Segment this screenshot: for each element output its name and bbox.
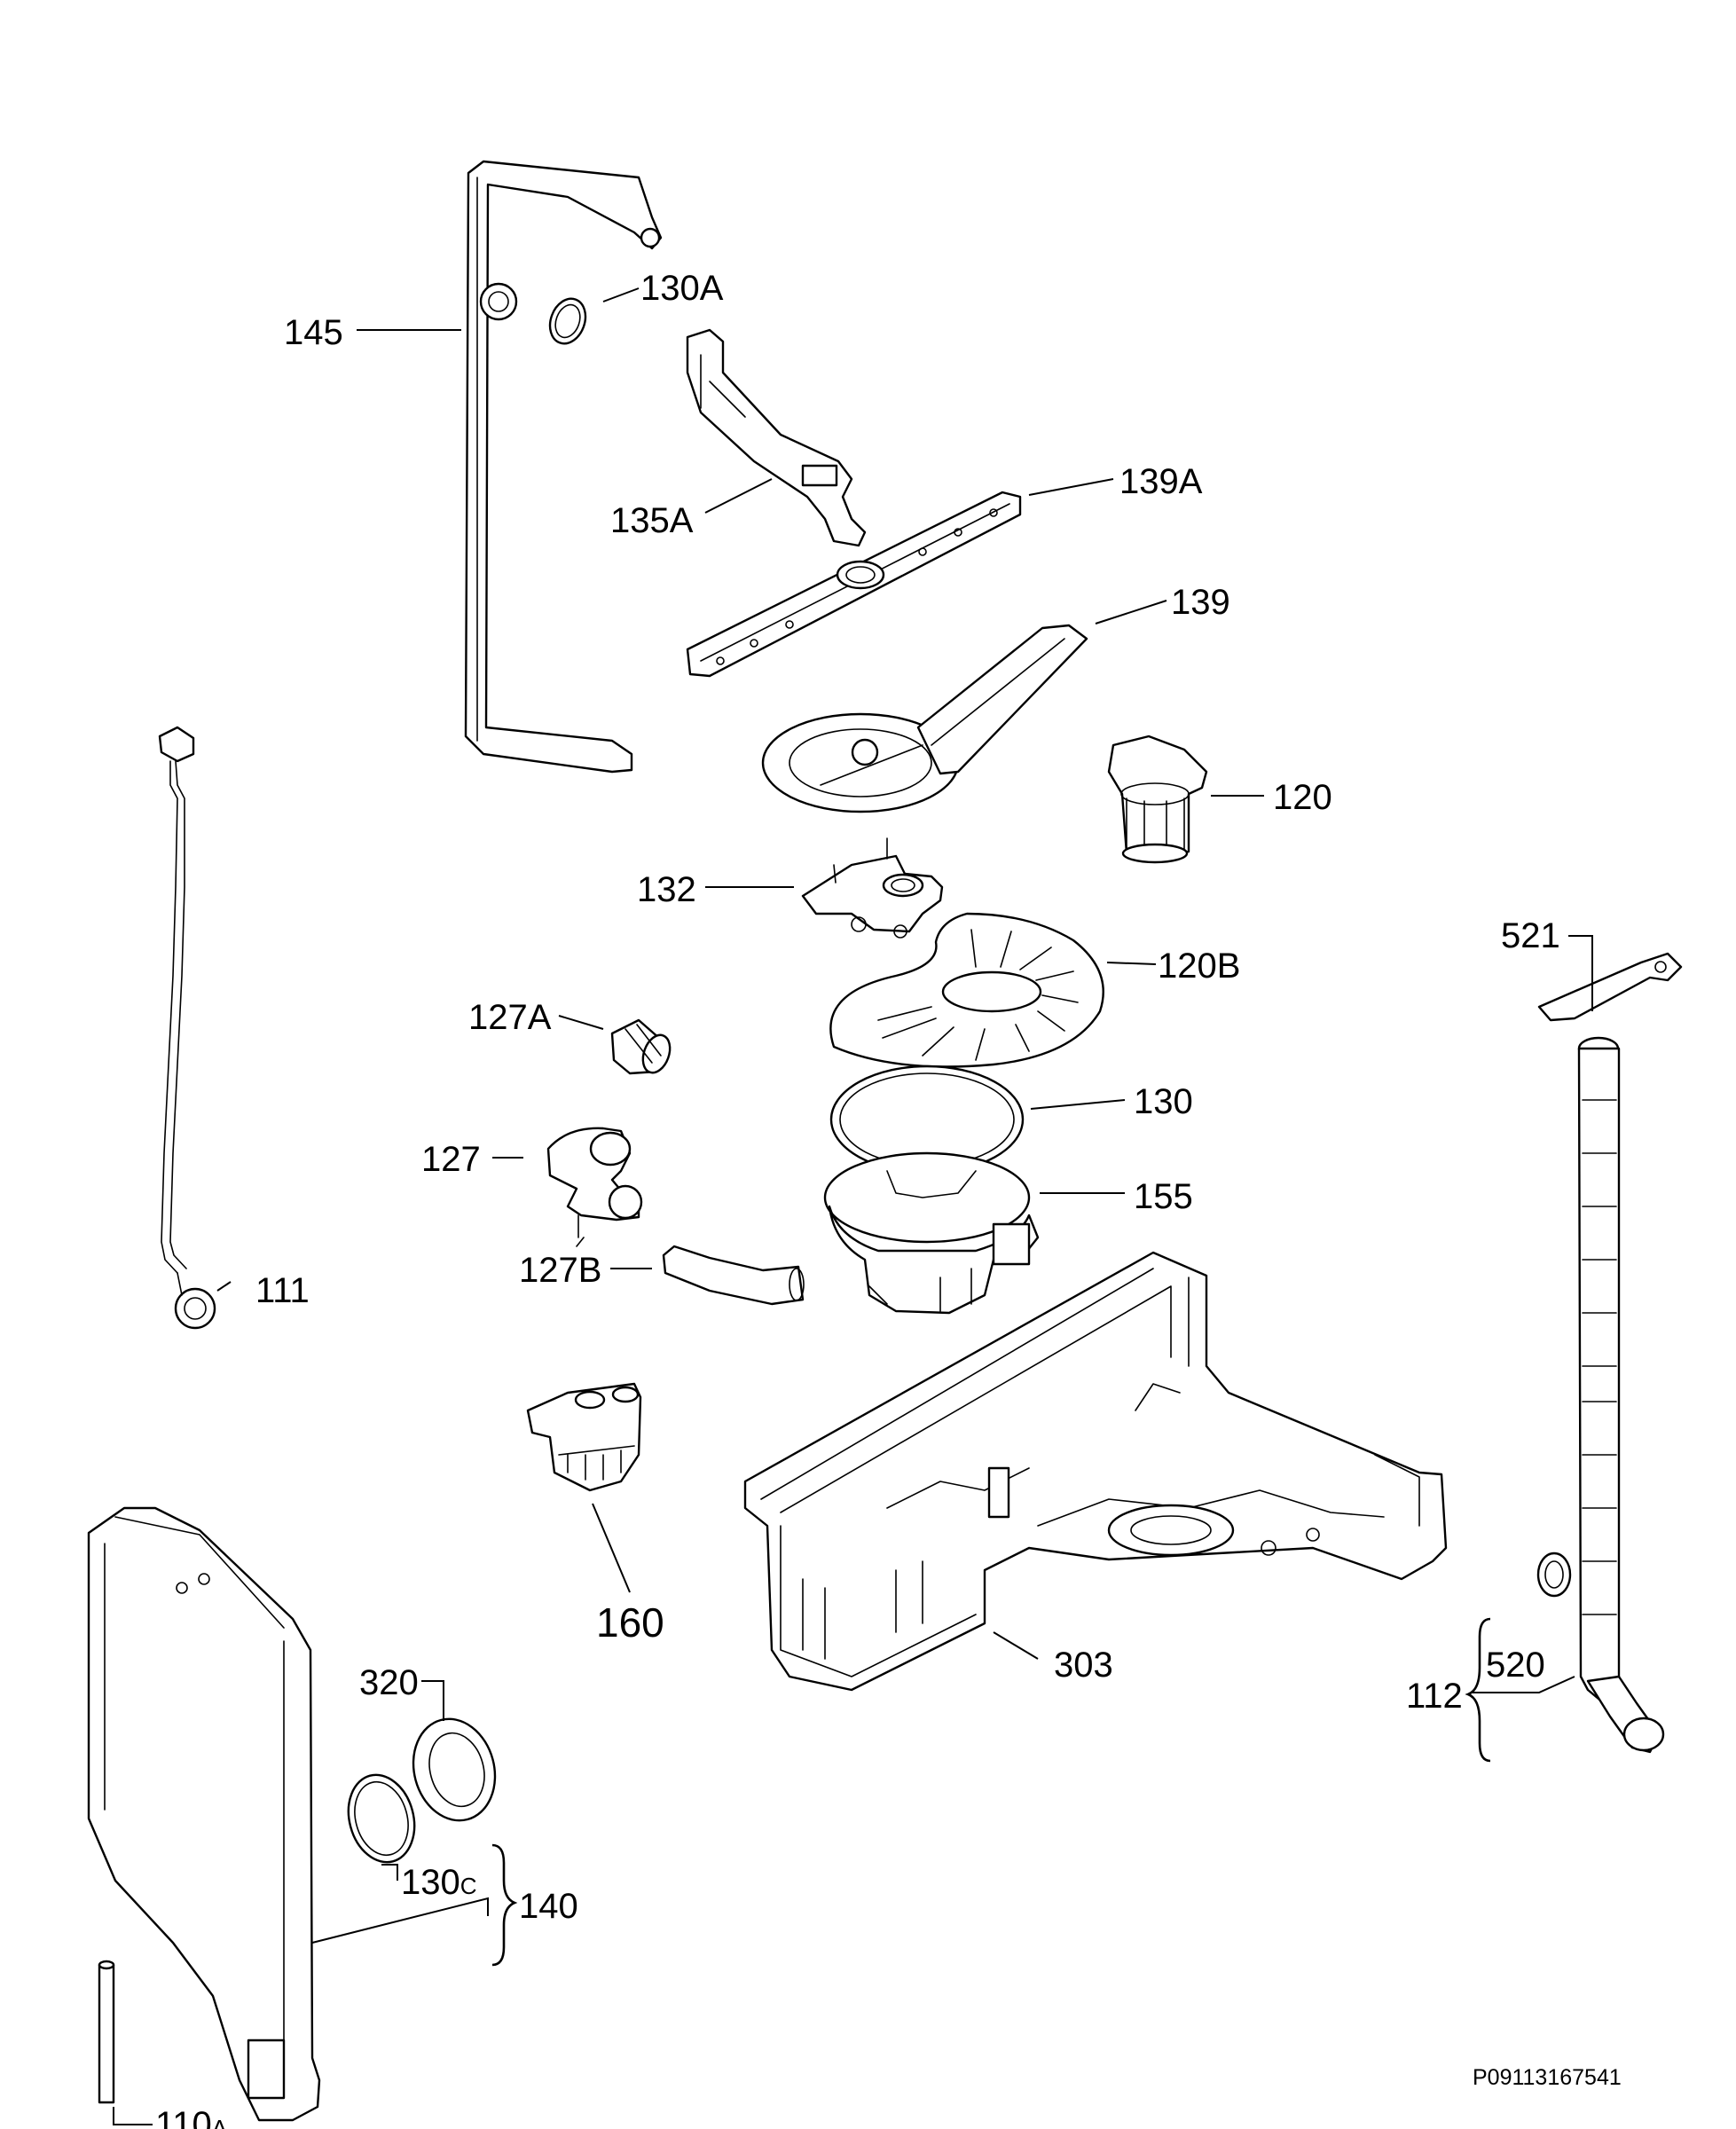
label-520: 520 (1486, 1646, 1545, 1685)
label-120: 120 (1273, 778, 1332, 817)
part-155-sump (823, 1151, 1040, 1315)
label-303: 303 (1054, 1646, 1113, 1685)
part-127A-connector (610, 1018, 672, 1075)
brace-140 (491, 1843, 518, 1967)
braces (491, 1617, 1491, 1967)
label-130: 130 (1134, 1082, 1193, 1121)
label-127B: 127B (519, 1251, 601, 1290)
label-110A: 110A (155, 2105, 228, 2129)
label-320: 320 (359, 1663, 419, 1702)
drawing-code: P09113167541 (1473, 2065, 1622, 2090)
label-135A: 135A (610, 501, 694, 540)
label-112: 112 (1406, 1677, 1463, 1716)
part-303-base-tray (743, 1251, 1448, 1692)
part-139A-upper-spray-arm (686, 491, 1022, 678)
label-120B: 120B (1158, 947, 1240, 986)
part-127B-hose (662, 1245, 805, 1306)
part-132-filter-holder (801, 837, 944, 939)
label-155: 155 (1134, 1177, 1193, 1216)
label-130C: 130C (401, 1863, 477, 1902)
brace-112 (1465, 1617, 1491, 1763)
part-160-drain-pump (526, 1382, 642, 1492)
part-labels: 145 130A 135A 139A 139 120 132 120B 127A… (155, 269, 1560, 2129)
part-111-cable (158, 726, 216, 1330)
part-130C-o-ring (347, 1773, 416, 1864)
part-130A-o-ring (548, 297, 587, 345)
part-521-hose-clip (1537, 952, 1683, 1022)
part-139-lower-spray-arm (761, 624, 1088, 813)
part-135A-spray-arm-holder (686, 328, 867, 547)
leader-lines (113, 287, 1593, 2125)
label-139A: 139A (1119, 462, 1203, 501)
label-111: 111 (255, 1271, 310, 1310)
label-139: 139 (1171, 583, 1230, 622)
label-145: 145 (284, 313, 343, 352)
label-127: 127 (421, 1140, 481, 1179)
label-130A: 130A (640, 269, 724, 308)
label-160: 160 (596, 1599, 664, 1646)
part-112-drain-hose (1577, 1036, 1665, 1754)
label-140: 140 (519, 1887, 578, 1926)
label-521: 521 (1501, 916, 1560, 955)
part-110A-panel (87, 1506, 321, 2122)
part-120B-filter-plate (829, 912, 1104, 1068)
label-132: 132 (637, 870, 696, 909)
part-520-connector (1536, 1552, 1572, 1598)
label-127A: 127A (468, 998, 552, 1037)
part-127-hose-elbow (546, 1127, 643, 1247)
part-320-seal (412, 1717, 497, 1822)
part-145-supply-pipe (464, 160, 663, 774)
part-120-filter (1107, 735, 1208, 864)
